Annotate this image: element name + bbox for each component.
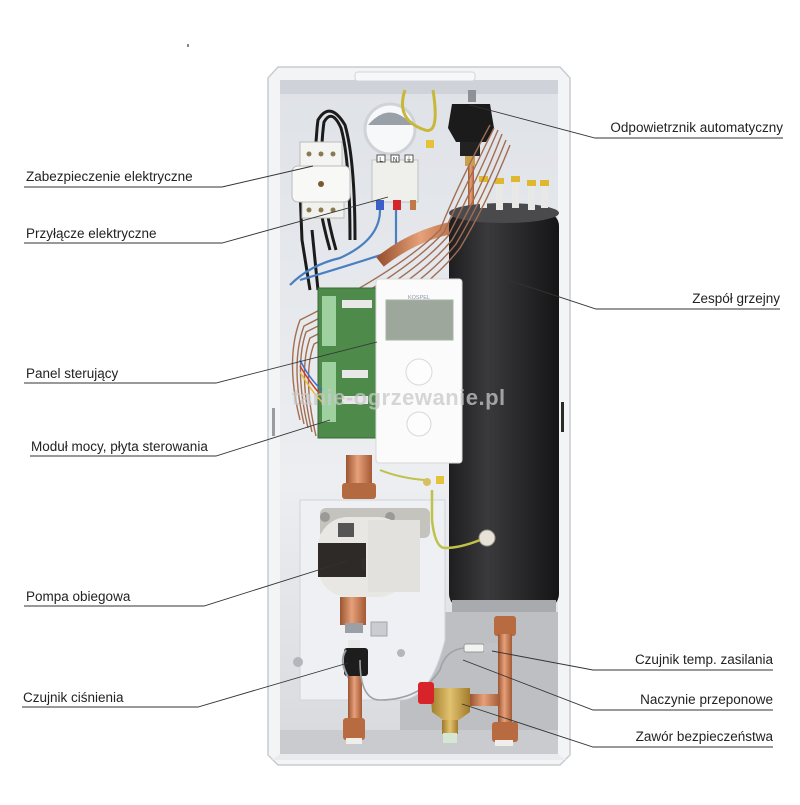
wire-ferrule-copper (410, 200, 416, 210)
terminal-label-n: N (393, 158, 397, 164)
inlet-hole (363, 102, 417, 156)
label-heating-unit: Zespół grzejny (692, 291, 780, 306)
leader-odpowietrznik (469, 104, 783, 139)
wire-ferrule-red (393, 200, 401, 210)
leader-zabezpieczenie (24, 165, 314, 188)
leader-temp (491, 650, 773, 671)
screw (397, 649, 405, 657)
leader-zawor (461, 703, 773, 748)
pipe-clip (370, 621, 388, 637)
supply-temperature-sensor (359, 643, 498, 701)
earth-symbol-tag (426, 140, 434, 148)
earth-symbol-tag (436, 476, 444, 484)
supply-pipe (492, 616, 518, 746)
safety-valve (418, 682, 500, 743)
stray-mark (187, 44, 189, 47)
label-expansion-vessel: Naczynie przeponowe (640, 692, 773, 707)
panel-brand: KOSPEL (408, 295, 430, 301)
label-supply-temp-sensor: Czujnik temp. zasilania (634, 652, 773, 667)
leader-lines (22, 104, 783, 748)
circulation-pump: wilo (318, 455, 430, 637)
label-power-module: Moduł mocy, płyta sterowania (31, 439, 208, 454)
screw (293, 657, 303, 667)
leader-zespol (504, 278, 780, 310)
leader-przylacze (24, 196, 389, 244)
terminal-label-pe: ⏚ (406, 157, 412, 164)
label-electrical-connection: Przyłącze elektryczne (26, 226, 157, 241)
label-circulation-pump: Pompa obiegowa (26, 589, 131, 604)
pressure-sensor (341, 640, 368, 744)
label-control-panel: Panel sterujący (26, 366, 119, 381)
casing-latch-left (272, 408, 275, 436)
control-knob-lower (406, 411, 432, 437)
label-safety-valve: Zawór bezpieczeństwa (635, 729, 773, 744)
label-automatic-air-vent: Odpowietrznik automatyczny (610, 120, 783, 135)
watermark: tanie-ogrzewanie.pl (292, 385, 506, 410)
electrical-protection-unit (291, 141, 351, 219)
casing-latch-right (561, 402, 564, 432)
control-panel: KOSPEL (375, 278, 463, 464)
leader-panel (24, 341, 378, 384)
lcd-display (385, 299, 454, 341)
leader-cisnienie (22, 662, 349, 708)
earth-wire-heater (430, 490, 481, 550)
terminal-label-l: L (379, 158, 383, 164)
leader-modul (30, 419, 331, 457)
label-pressure-sensor: Czujnik ciśnienia (23, 690, 124, 705)
control-board (299, 287, 381, 439)
terminal-block: L N ⏚ (371, 154, 419, 210)
wire-ferrule-blue (376, 200, 384, 210)
leader-naczynie (462, 659, 773, 711)
earth-lug (423, 478, 431, 486)
earth-wire-top (401, 89, 437, 132)
pump-brand: wilo (361, 558, 367, 571)
label-electrical-protection: Zabezpieczenie elektryczne (26, 169, 193, 184)
control-knob-upper (405, 358, 433, 386)
leader-pompa (24, 560, 348, 607)
